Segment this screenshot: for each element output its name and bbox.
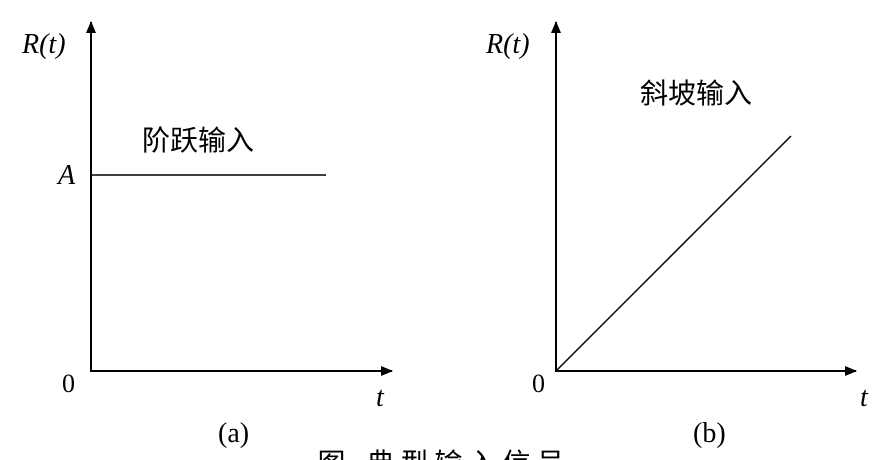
panel-b-x-axis-label: t xyxy=(860,382,869,413)
figure-caption: 图 典型输入信号 xyxy=(0,450,888,460)
panel-a-level-label: A xyxy=(56,160,76,191)
panel-b-panel-label: (b) xyxy=(693,418,726,449)
panel-b-ramp-line xyxy=(555,135,792,372)
panel-a-curve-label: 阶跃输入 xyxy=(142,124,254,157)
panel-b-ramp-input: R(t) 斜坡输入 0 t (b) xyxy=(485,21,869,449)
panel-b-origin-label: 0 xyxy=(532,369,545,398)
figure-caption-clip: 图 典型输入信号 xyxy=(0,448,888,460)
panel-a-x-axis-label: t xyxy=(376,382,385,413)
panel-a-panel-label: (a) xyxy=(218,418,249,449)
panel-b-curve-label: 斜坡输入 xyxy=(640,77,752,110)
panel-a-y-axis-label: R(t) xyxy=(21,29,66,60)
panel-a-step-input: R(t) A 阶跃输入 0 t (a) xyxy=(21,21,393,449)
panel-a-origin-label: 0 xyxy=(62,369,75,398)
panel-b-y-axis-label: R(t) xyxy=(485,29,530,60)
